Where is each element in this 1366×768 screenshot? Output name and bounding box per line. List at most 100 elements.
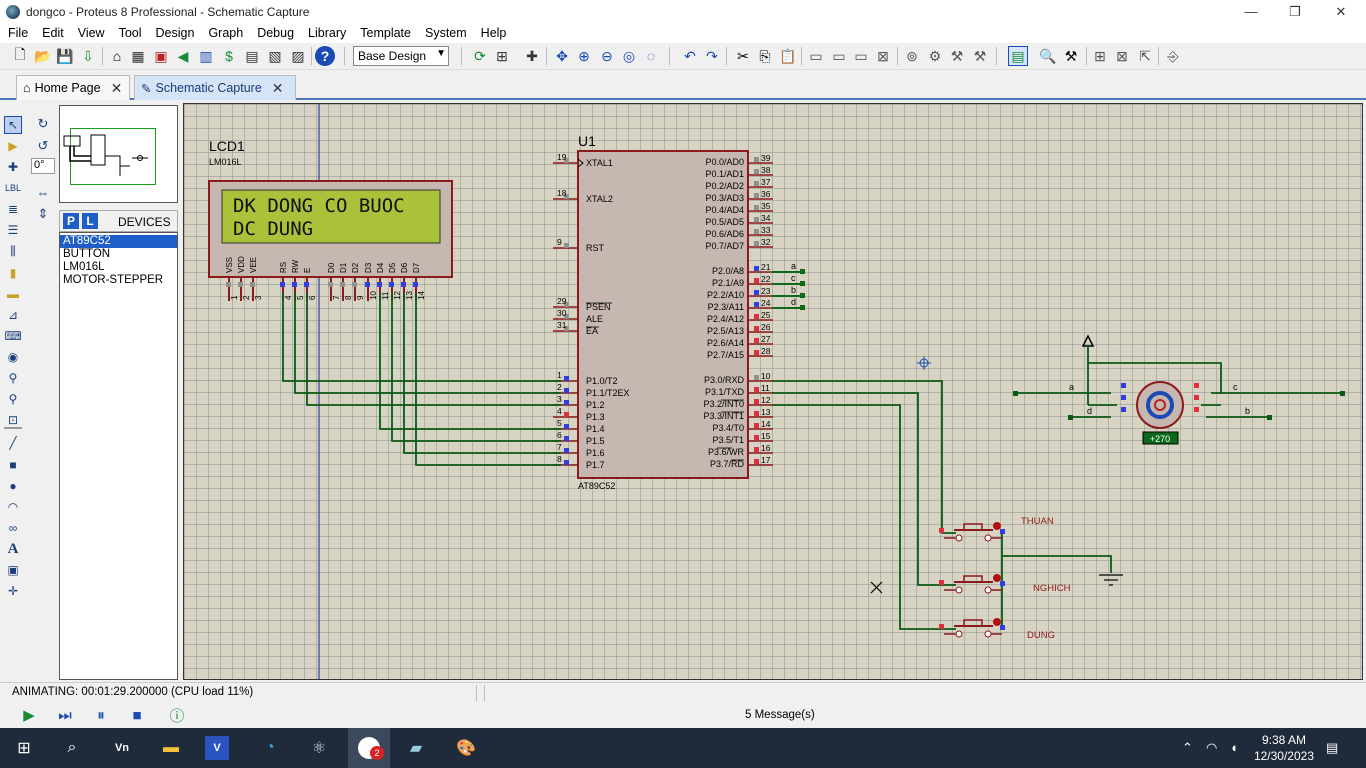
- search-icon[interactable]: ⌕: [67, 739, 77, 756]
- play-icon[interactable]: ▶: [23, 707, 35, 724]
- library-manager-button[interactable]: L: [82, 213, 98, 229]
- menu-view[interactable]: View: [77, 26, 105, 40]
- pause-icon[interactable]: ⏸: [97, 706, 105, 724]
- graph-icon[interactable]: ⊿: [7, 308, 19, 322]
- decompose-icon[interactable]: ⚒: [973, 47, 987, 64]
- pcb-icon[interactable]: ▣: [154, 47, 168, 64]
- search-tag-icon[interactable]: 🔍: [1039, 47, 1057, 64]
- wire-label-icon[interactable]: LBL: [4, 183, 21, 193]
- voltage-probe-icon[interactable]: ⚲: [8, 371, 18, 385]
- mcu-component[interactable]: U1 AT89C52 19XTAL118XTAL29RST29PSEN30ALE…: [553, 133, 773, 491]
- block-move-icon[interactable]: ▭: [832, 47, 846, 64]
- pick-device-icon[interactable]: ⊚: [906, 47, 918, 64]
- restore-button[interactable]: ❐: [1289, 3, 1301, 19]
- back-icon[interactable]: ◀: [177, 47, 189, 64]
- menu-debug[interactable]: Debug: [257, 26, 295, 40]
- action-center-icon[interactable]: ▤: [1326, 740, 1339, 755]
- close-button[interactable]: ✕: [1335, 3, 1347, 19]
- stop-icon[interactable]: ■: [132, 706, 142, 724]
- undo-icon[interactable]: ↶: [684, 47, 696, 64]
- home-icon[interactable]: ⌂: [112, 48, 122, 64]
- menu-edit[interactable]: Edit: [42, 26, 64, 40]
- device-item-at89c52[interactable]: AT89C52: [60, 235, 177, 248]
- line-icon[interactable]: ╱: [9, 436, 17, 450]
- new-file-icon[interactable]: 🗋: [14, 46, 26, 62]
- import-icon[interactable]: ⇩: [82, 47, 94, 64]
- device-item-lm016l[interactable]: LM016L: [63, 261, 105, 273]
- close-icon[interactable]: ✕: [110, 79, 123, 96]
- menu-file[interactable]: File: [8, 26, 29, 40]
- design-variant-select[interactable]: Base Design ▼: [353, 46, 449, 66]
- notes-icon[interactable]: ▧: [268, 47, 282, 64]
- file-explorer-icon[interactable]: ▬: [163, 739, 179, 756]
- remove-sheet-icon[interactable]: ⊠: [1116, 47, 1128, 64]
- netlist-icon[interactable]: ⎆: [1167, 47, 1179, 64]
- menu-library[interactable]: Library: [308, 26, 347, 40]
- proteus-taskbar-icon[interactable]: ⚛: [311, 740, 327, 757]
- box-icon[interactable]: ■: [9, 458, 17, 472]
- gerber-icon[interactable]: ▥: [199, 47, 213, 64]
- redo-icon[interactable]: ↷: [706, 47, 718, 64]
- paste-icon[interactable]: 📋: [779, 47, 797, 64]
- terminals-icon[interactable]: ▮: [9, 266, 17, 280]
- refresh-icon[interactable]: ⟳: [474, 47, 486, 64]
- tape-recorder-icon[interactable]: ⌨: [4, 329, 22, 343]
- component-mode-icon[interactable]: ▶: [8, 139, 18, 153]
- menu-help[interactable]: Help: [480, 26, 507, 40]
- lcd-component[interactable]: LCD1 LM016L DK DONG CO BUOC DC DUNG VSS1…: [208, 138, 453, 301]
- step-icon[interactable]: ⏭: [58, 706, 72, 724]
- vscode-icon[interactable]: V: [205, 736, 229, 760]
- minimize-button[interactable]: —: [1244, 4, 1258, 19]
- source-code-icon[interactable]: ▤: [245, 47, 259, 64]
- tab-schematic-capture[interactable]: ✎ Schematic Capture ✕: [134, 75, 296, 100]
- menu-graph[interactable]: Graph: [208, 26, 244, 40]
- message-count[interactable]: 5 Message(s): [745, 709, 815, 721]
- menu-tool[interactable]: Tool: [118, 26, 142, 40]
- save-icon[interactable]: 💾: [56, 47, 74, 64]
- tab-home-page[interactable]: ⌂ Home Page ✕: [16, 75, 130, 100]
- stepper-motor[interactable]: a c d b +270: [1013, 334, 1345, 445]
- tray-chevron-icon[interactable]: ⌃: [1182, 740, 1193, 755]
- virtual-instrument-icon[interactable]: ⊡: [7, 413, 19, 427]
- help-icon[interactable]: ?: [315, 46, 335, 66]
- block-rotate-icon[interactable]: ▭: [854, 47, 868, 64]
- overview-window[interactable]: [59, 105, 178, 203]
- system-clock[interactable]: 9:38 AM 12/30/2023: [1253, 733, 1314, 763]
- current-probe-icon[interactable]: ⚲: [8, 392, 18, 406]
- edge-icon[interactable]: ◔: [265, 739, 275, 756]
- zoom-area-icon[interactable]: ◌: [646, 48, 656, 64]
- selection-mode-icon[interactable]: ↖: [4, 116, 22, 134]
- packaging-icon[interactable]: ⚒: [950, 47, 964, 64]
- property-tool-icon[interactable]: ⚒: [1064, 47, 1078, 64]
- block-copy-icon[interactable]: ▭: [809, 47, 823, 64]
- origin-icon[interactable]: ✚: [526, 47, 538, 64]
- zoom-all-icon[interactable]: ◎: [622, 47, 636, 64]
- subcircuit-icon[interactable]: ⫼: [10, 243, 16, 258]
- mirror-horizontal-icon[interactable]: ⇔: [36, 184, 50, 200]
- rotate-clockwise-icon[interactable]: ↻: [37, 116, 49, 131]
- schematic-icon[interactable]: ▦: [131, 47, 145, 64]
- generator-icon[interactable]: ◉: [7, 350, 19, 364]
- volume-icon[interactable]: ◖: [1230, 740, 1238, 755]
- notes-app-icon[interactable]: ▰: [409, 740, 423, 757]
- open-folder-icon[interactable]: 📂: [34, 47, 52, 64]
- pick-devices-button[interactable]: P: [63, 213, 79, 229]
- paint-icon[interactable]: 🎨: [456, 740, 476, 757]
- circle-icon[interactable]: ●: [9, 479, 17, 493]
- pan-icon[interactable]: ✥: [556, 47, 568, 64]
- rotate-anticlockwise-icon[interactable]: ↺: [37, 138, 49, 153]
- marker-icon[interactable]: ✛: [7, 584, 19, 598]
- pin-icon[interactable]: ▬: [7, 287, 19, 301]
- wire-autorouter-icon[interactable]: ▤: [1008, 46, 1028, 66]
- grid-icon[interactable]: ⊞: [496, 47, 508, 64]
- symbol-icon[interactable]: ▣: [7, 563, 19, 577]
- menu-system[interactable]: System: [424, 26, 467, 40]
- zoom-out-icon[interactable]: ⊖: [601, 47, 613, 64]
- menu-template[interactable]: Template: [360, 26, 411, 40]
- cut-icon[interactable]: ✂: [737, 47, 749, 64]
- block-delete-icon[interactable]: ⊠: [877, 47, 889, 64]
- device-item-button[interactable]: BUTTON: [63, 248, 111, 260]
- bom-icon[interactable]: $: [225, 48, 233, 64]
- copy-icon[interactable]: ⎘: [759, 47, 771, 64]
